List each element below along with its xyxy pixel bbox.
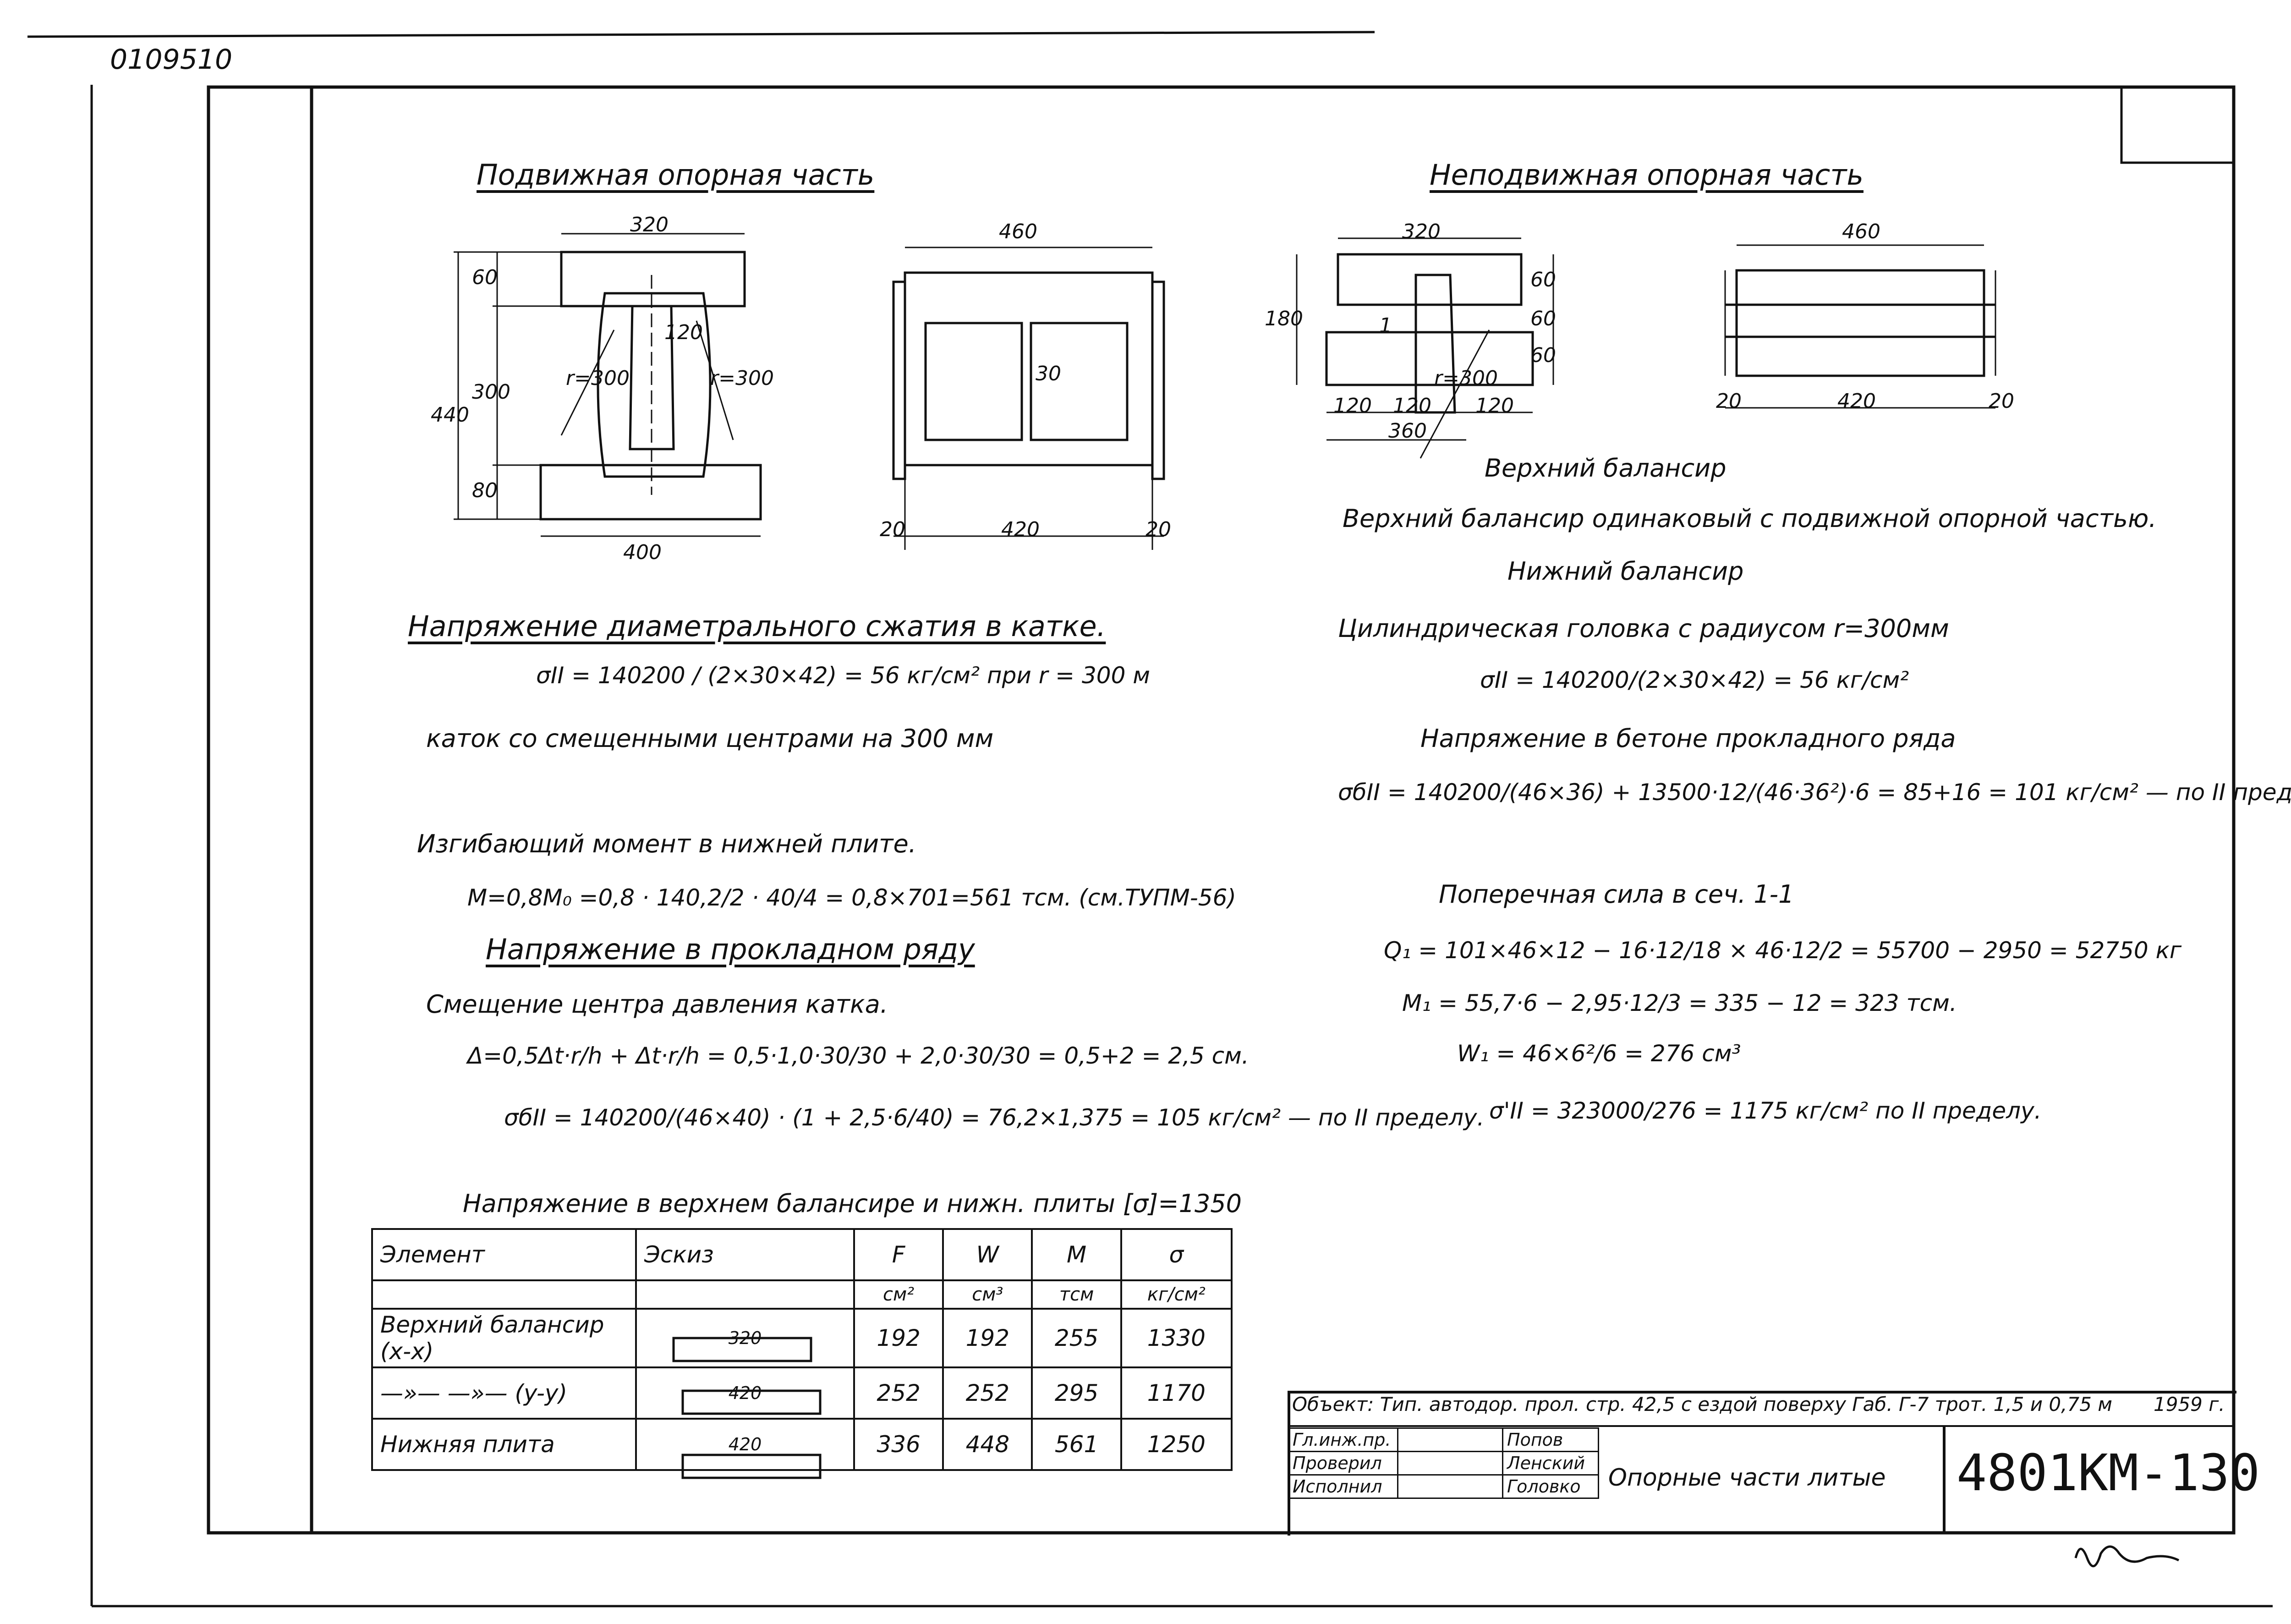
dim-plan-width: 460 bbox=[999, 220, 1037, 243]
fixed-dim-h1: 60 bbox=[1530, 268, 1556, 291]
unit-w: см³ bbox=[942, 1279, 1033, 1310]
table-row: Верхний балансир (x-x) 320 192 192 255 1… bbox=[371, 1308, 1233, 1368]
fixed-section-mark: 1 bbox=[1379, 314, 1392, 337]
upper-balancer-title: Верхний балансир bbox=[1485, 454, 1726, 483]
dim-bottom-width: 400 bbox=[623, 541, 662, 564]
pad-stress-title: Напряжение в прокладном ряду bbox=[486, 933, 975, 966]
table-row: Нижняя плита 420 336 448 561 1250 bbox=[371, 1418, 1233, 1471]
sheet-top-edge bbox=[27, 31, 1375, 38]
table-units-row: см² см³ тсм кг/см² bbox=[371, 1279, 1233, 1310]
title-object: Объект: Тип. автодор. прол. стр. 42,5 с … bbox=[1292, 1393, 2112, 1416]
fixed-dim-w3: 120 bbox=[1475, 394, 1514, 417]
fixed-plan-side-r: 20 bbox=[1989, 390, 2014, 413]
archive-number: 0109510 bbox=[110, 44, 233, 76]
balancer-table: Элемент Эскиз F W M σ см² см³ тсм кг/см²… bbox=[371, 1228, 1233, 1471]
drawing-number: 4801КМ-130 bbox=[1957, 1443, 2260, 1502]
plan-window-right bbox=[1030, 322, 1129, 441]
concrete-title: Напряжение в бетоне прокладного ряда bbox=[1420, 724, 1956, 753]
table-header-row: Элемент Эскиз F W M σ bbox=[371, 1228, 1233, 1281]
pad-offset-formula: Δ=0,5Δt·r/h + Δt·r/h = 0,5·1,0·30/30 + 2… bbox=[467, 1042, 1249, 1069]
dim-h-mid: 300 bbox=[472, 380, 510, 404]
pad-offset-text: Смещение центра давления катка. bbox=[426, 990, 888, 1019]
dim-plan-inner: 420 bbox=[1001, 518, 1040, 541]
cyl-head-formula: σII = 140200/(2×30×42) = 56 кг/см² bbox=[1480, 667, 1909, 693]
fixed-dim-top: 320 bbox=[1402, 220, 1441, 243]
fixed-bearing-title: Неподвижная опорная часть bbox=[1430, 158, 1863, 192]
shear-s1: σ'II = 323000/276 = 1175 кг/см² по II пр… bbox=[1489, 1097, 2042, 1124]
header-s: σ bbox=[1120, 1228, 1233, 1281]
upper-balancer-text: Верхний балансир одинаковый с подвижной … bbox=[1343, 504, 2157, 533]
fixed-plan-inner: 420 bbox=[1837, 390, 1876, 413]
fixed-plan bbox=[1735, 269, 1985, 377]
header-f: F bbox=[853, 1228, 944, 1281]
shear-w1: W₁ = 46×6²/6 = 276 см³ bbox=[1457, 1040, 1741, 1067]
roller-stress-formula: σII = 140200 / (2×30×42) = 56 кг/см² при… bbox=[536, 662, 1150, 689]
header-w: W bbox=[942, 1228, 1033, 1281]
moving-bearing-title: Подвижная опорная часть bbox=[477, 158, 875, 192]
table-row: —»— —»— (y-y) 420 252 252 295 1170 bbox=[371, 1366, 1233, 1420]
unit-f: см² bbox=[853, 1279, 944, 1310]
lower-balancer-title: Нижний балансир bbox=[1507, 557, 1744, 586]
fixed-dim-base: 360 bbox=[1388, 419, 1427, 443]
drawing-name: Опорные части литые bbox=[1608, 1464, 1886, 1492]
fixed-upper-balancer bbox=[1337, 253, 1523, 306]
corner-box bbox=[2120, 87, 2234, 164]
unit-m: тсм bbox=[1031, 1279, 1122, 1310]
cyl-head-text: Цилиндрическая головка с радиусом r=300м… bbox=[1338, 614, 1949, 643]
lower-plate bbox=[539, 464, 762, 521]
dim-radius-right: r=300 bbox=[710, 367, 774, 390]
bending-title: Изгибающий момент в нижней плите. bbox=[417, 829, 916, 858]
fixed-dim-w1: 120 bbox=[1333, 394, 1372, 417]
shear-m1: M₁ = 55,7·6 − 2,95·12/3 = 335 − 12 = 323… bbox=[1402, 990, 1957, 1016]
dim-h-top: 60 bbox=[472, 266, 498, 289]
title-year: 1959 г. bbox=[2154, 1393, 2225, 1416]
dim-radius-left: r=300 bbox=[566, 367, 630, 390]
roller-neck bbox=[629, 305, 675, 450]
dim-120: 120 bbox=[664, 321, 703, 344]
signature-row: Гл.инж.пр. Попов bbox=[1288, 1427, 1599, 1452]
roller-note: каток со смещенными центрами на 300 мм bbox=[426, 724, 994, 753]
unit-s: кг/см² bbox=[1120, 1279, 1233, 1310]
dim-h-bot: 80 bbox=[472, 479, 498, 502]
balancer-table-title: Напряжение в верхнем балансире и нижн. п… bbox=[463, 1189, 1242, 1218]
fixed-dim-w2: 120 bbox=[1393, 394, 1431, 417]
fixed-dim-height: 180 bbox=[1265, 307, 1303, 330]
roller-body bbox=[597, 292, 712, 478]
signature-table: Гл.инж.пр. Попов Проверил Ленский Исполн… bbox=[1288, 1427, 1599, 1499]
plan-window-left bbox=[924, 322, 1023, 441]
fixed-plan-side-l: 20 bbox=[1716, 390, 1742, 413]
signature-row: Исполнил Головко bbox=[1288, 1474, 1599, 1499]
pad-stress-formula: σбII = 140200/(46×40) · (1 + 2,5·6/40) =… bbox=[504, 1104, 1485, 1131]
shear-title: Поперечная сила в сеч. 1-1 bbox=[1439, 880, 1794, 909]
dim-plan-side-r: 20 bbox=[1146, 518, 1171, 541]
bending-formula: M=0,8M₀ =0,8 · 140,2/2 · 40/4 = 0,8×701=… bbox=[467, 884, 1236, 911]
dim-top-width: 320 bbox=[630, 213, 669, 236]
signature-row: Проверил Ленский bbox=[1288, 1451, 1599, 1476]
roller-stress-title: Напряжение диаметрального сжатия в катке… bbox=[408, 609, 1106, 643]
concrete-formula: σбII = 140200/(46×36) + 13500·12/(46·36²… bbox=[1338, 779, 2291, 806]
dim-plan-side-l: 20 bbox=[880, 518, 905, 541]
fixed-dim-h3: 60 bbox=[1530, 344, 1556, 367]
dim-plan-gap: 30 bbox=[1036, 362, 1061, 385]
shear-q1: Q₁ = 101×46×12 − 16·12/18 × 46·12/2 = 55… bbox=[1384, 937, 2182, 964]
header-element: Элемент bbox=[371, 1228, 637, 1281]
fixed-dim-h2: 60 bbox=[1530, 307, 1556, 330]
dim-total-height: 440 bbox=[431, 403, 469, 427]
header-m: M bbox=[1031, 1228, 1122, 1281]
fixed-plan-width: 460 bbox=[1842, 220, 1880, 243]
fixed-dim-radius: r=300 bbox=[1434, 367, 1498, 390]
drawing-frame bbox=[207, 85, 2236, 1535]
fixed-lower-balancer bbox=[1325, 331, 1534, 386]
header-sketch: Эскиз bbox=[635, 1228, 855, 1281]
